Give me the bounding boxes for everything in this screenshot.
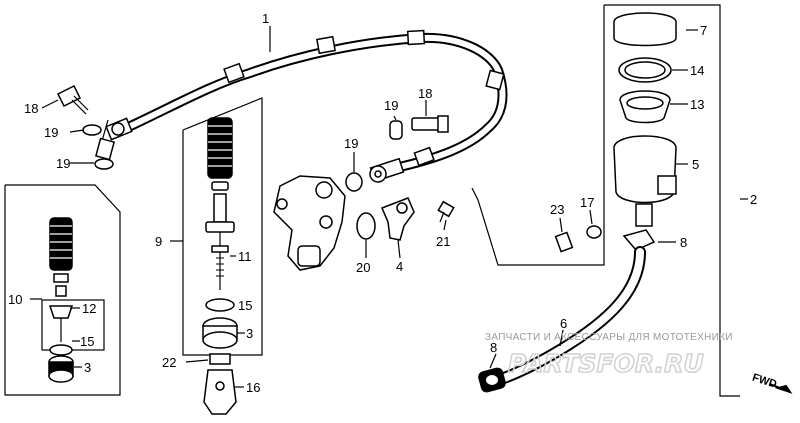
callout-12: 12 xyxy=(82,301,96,316)
cup-3-left xyxy=(48,355,74,383)
callout-20: 20 xyxy=(356,260,370,275)
sealing-washer-left-lower xyxy=(94,158,114,170)
callout-8-upper: 8 xyxy=(680,235,687,250)
o-ring-20 xyxy=(356,212,376,240)
piston-boot xyxy=(207,117,233,179)
sealing-washer-left-upper xyxy=(82,124,102,136)
callout-8-lower: 8 xyxy=(490,340,497,355)
brake-hose xyxy=(117,29,508,173)
callout-17: 17 xyxy=(580,195,594,210)
callout-21: 21 xyxy=(436,234,450,249)
callout-7: 7 xyxy=(700,23,707,38)
leader-lines xyxy=(30,26,748,388)
callout-1: 1 xyxy=(262,11,269,26)
watermark: ЗАПЧАСТИ И АКСЕССУАРЫ ДЛЯ МОТОТЕХНИКИ PA… xyxy=(485,332,733,379)
callout-9: 9 xyxy=(155,234,162,249)
clevis-16 xyxy=(203,369,237,415)
callout-14: 14 xyxy=(690,63,704,78)
reservoir-hose-6 xyxy=(498,246,646,384)
callout-2: 2 xyxy=(750,192,757,207)
callout-19-right: 19 xyxy=(384,98,398,113)
collar-17 xyxy=(586,225,602,239)
watermark-logo: PARTSFOR.RU xyxy=(508,349,704,378)
hose-banjo-fitting-left xyxy=(94,117,133,161)
banjo-bolt-right xyxy=(411,115,449,133)
callout-10: 10 xyxy=(8,292,22,307)
piston-boot-kit xyxy=(49,217,73,297)
diaphragm-13 xyxy=(619,90,671,124)
group-outline-9 xyxy=(182,97,263,356)
callout-15-left: 15 xyxy=(80,334,94,349)
callout-4: 4 xyxy=(396,259,403,274)
callout-3-left: 3 xyxy=(84,360,91,375)
o-ring-15-left xyxy=(49,344,73,356)
callout-19-left-upper: 19 xyxy=(44,125,58,140)
callout-11: 11 xyxy=(238,249,252,264)
callout-3-right: 3 xyxy=(246,326,253,341)
sealing-washer-mid xyxy=(345,172,363,192)
callout-5: 5 xyxy=(692,157,699,172)
reservoir-5 xyxy=(613,135,677,227)
callout-18-right: 18 xyxy=(418,86,432,101)
fwd-label: FWD xyxy=(751,372,779,391)
hose-clip-8-lower xyxy=(478,367,506,393)
watermark-caption: ЗАПЧАСТИ И АКСЕССУАРЫ ДЛЯ МОТОТЕХНИКИ xyxy=(485,332,733,343)
callout-22: 22 xyxy=(162,355,176,370)
forward-arrow-icon xyxy=(769,383,793,394)
callout-15-right: 15 xyxy=(238,298,252,313)
joint-4 xyxy=(381,197,415,241)
master-cylinder-body xyxy=(273,175,346,271)
screw-21 xyxy=(437,200,455,223)
callout-19-mid: 19 xyxy=(344,136,358,151)
callout-6: 6 xyxy=(560,316,567,331)
nut-22 xyxy=(209,353,231,365)
bolt-23 xyxy=(554,231,574,253)
sealing-washer-right xyxy=(389,120,403,140)
piston-12 xyxy=(48,305,74,342)
callout-16: 16 xyxy=(246,380,260,395)
reservoir-cap-7 xyxy=(613,12,677,47)
hose-clip-8-upper xyxy=(622,229,656,251)
callout-labels: 1 2 3 3 4 5 6 7 8 8 9 10 11 12 13 14 15 … xyxy=(8,11,757,395)
callout-18-left: 18 xyxy=(24,101,38,116)
group-outline-12-15 xyxy=(41,299,105,351)
forward-direction-indicator: FWD xyxy=(751,372,793,394)
callout-23: 23 xyxy=(550,202,564,217)
cup-3-right xyxy=(202,317,238,349)
plate-14 xyxy=(618,57,672,83)
group-outline-10 xyxy=(4,184,121,396)
banjo-bolt-left xyxy=(56,84,89,115)
push-rod xyxy=(205,181,235,290)
group-outline-2 xyxy=(471,4,740,397)
callout-19-left-lower: 19 xyxy=(56,156,70,171)
hose-banjo-fitting-right xyxy=(369,157,405,183)
callout-13: 13 xyxy=(690,97,704,112)
o-ring-15-right xyxy=(205,298,235,312)
